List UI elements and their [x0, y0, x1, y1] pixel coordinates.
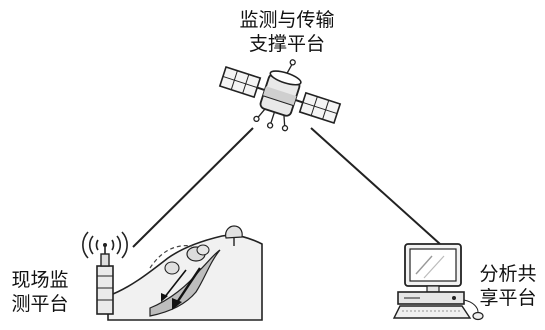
- landslide-slope-icon: [107, 225, 263, 321]
- field-label-line1: 现场监: [11, 269, 69, 291]
- satellite-antennas: [253, 59, 296, 132]
- link-satellite-to-field: [132, 127, 254, 248]
- satellite-icon: [218, 59, 342, 132]
- satellite-platform-label: 监测与传输 支撑平台: [232, 8, 342, 56]
- computer-workstation-icon: [392, 243, 484, 321]
- satellite-label-line1: 监测与传输: [239, 9, 335, 31]
- field-label-line2: 测平台: [11, 293, 69, 315]
- left-solar-panel: [218, 65, 266, 99]
- right-solar-panel: [294, 91, 342, 125]
- field-platform-label: 现场监 测平台: [2, 268, 78, 316]
- tree-icon: [225, 225, 243, 246]
- bush-icon: [186, 244, 210, 262]
- link-satellite-to-analysis: [310, 127, 441, 245]
- satellite-label-line2: 支撑平台: [248, 33, 325, 55]
- signal-tower-icon: [82, 231, 128, 315]
- analysis-label-line2: 享平台: [479, 287, 537, 309]
- satellite-body: [259, 70, 302, 117]
- small-bush-icon: [164, 261, 180, 275]
- analysis-platform-label: 分析共 享平台: [472, 262, 544, 310]
- analysis-label-line1: 分析共: [479, 263, 537, 285]
- wireless-signal-icon: [82, 231, 128, 259]
